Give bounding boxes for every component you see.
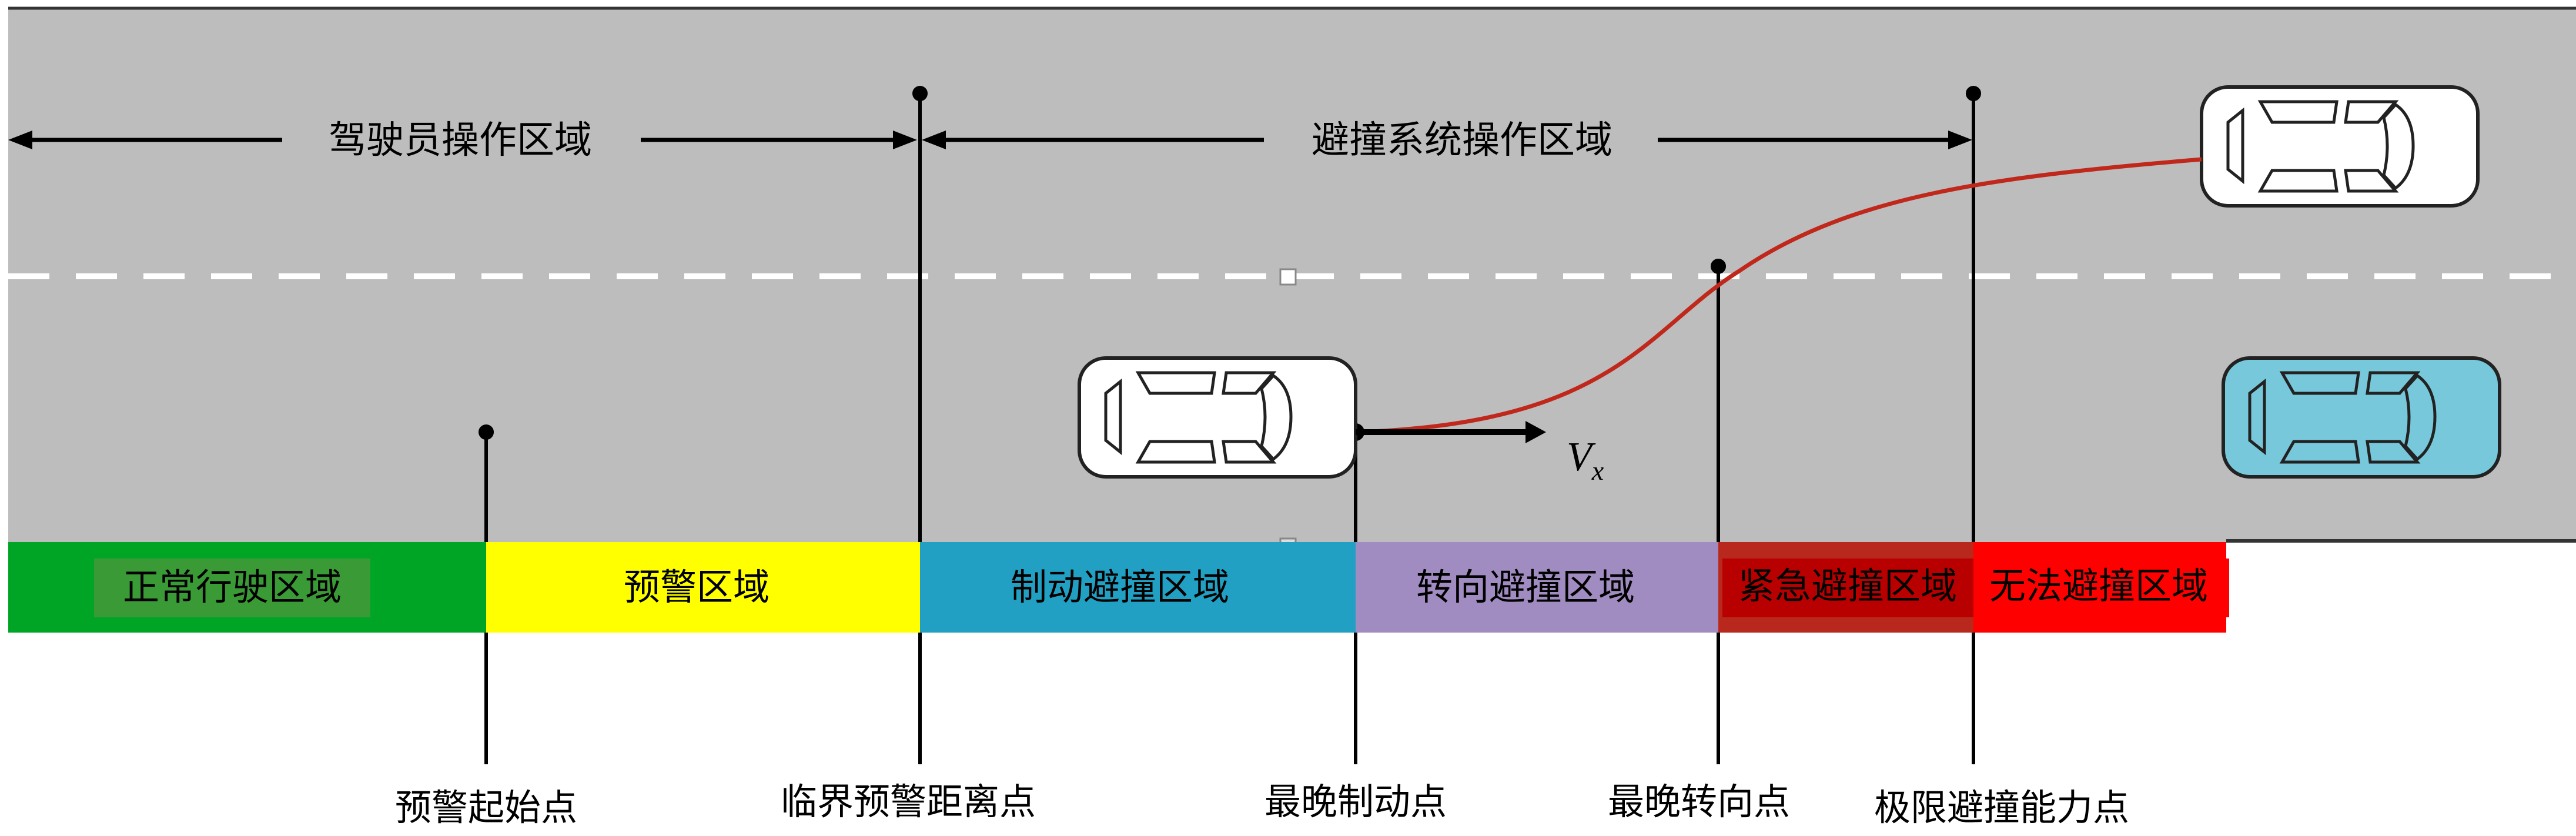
- zone-label: 转向避撞区域: [1416, 566, 1635, 608]
- point-label: 临界预警距离点: [781, 780, 1036, 823]
- zone-warning: [486, 542, 920, 633]
- zone-steering: [1356, 542, 1718, 633]
- system-zone-label: 避撞系统操作区域: [1312, 119, 1612, 162]
- handle-square: [1279, 268, 1297, 286]
- zone-label: 制动避撞区域: [1011, 566, 1229, 608]
- point-label: 最晚转向点: [1608, 780, 1790, 823]
- driver-zone-span: 驾驶员操作区域: [8, 119, 917, 162]
- velocity-label: Vx: [1567, 434, 1604, 486]
- system-zone-span: 避撞系统操作区域: [922, 119, 1972, 162]
- ego-car-icon: [1079, 358, 1356, 477]
- point-label: 极限避撞能力点: [1874, 786, 2129, 829]
- point-label: 最晚制动点: [1264, 780, 1447, 823]
- point-label: 预警起始点: [395, 786, 577, 829]
- zone-bar: 正常行驶区域 预警区域 制动避撞区域 转向避撞区域 紧急避撞区域 无法避撞区域: [8, 542, 2229, 633]
- driver-zone-label: 驾驶员操作区域: [329, 119, 592, 162]
- avoidance-trajectory: [1357, 157, 2202, 434]
- zone-label: 正常行驶区域: [123, 566, 342, 608]
- target-position-car-icon: [2202, 87, 2478, 206]
- zone-label: 预警区域: [624, 566, 770, 608]
- zone-label: 紧急避撞区域: [1738, 564, 1957, 607]
- obstacle-car-icon: [2223, 358, 2500, 477]
- zone-label: 无法避撞区域: [1989, 564, 2208, 607]
- velocity-arrow: [1356, 421, 1546, 443]
- zone-braking: [920, 542, 1356, 633]
